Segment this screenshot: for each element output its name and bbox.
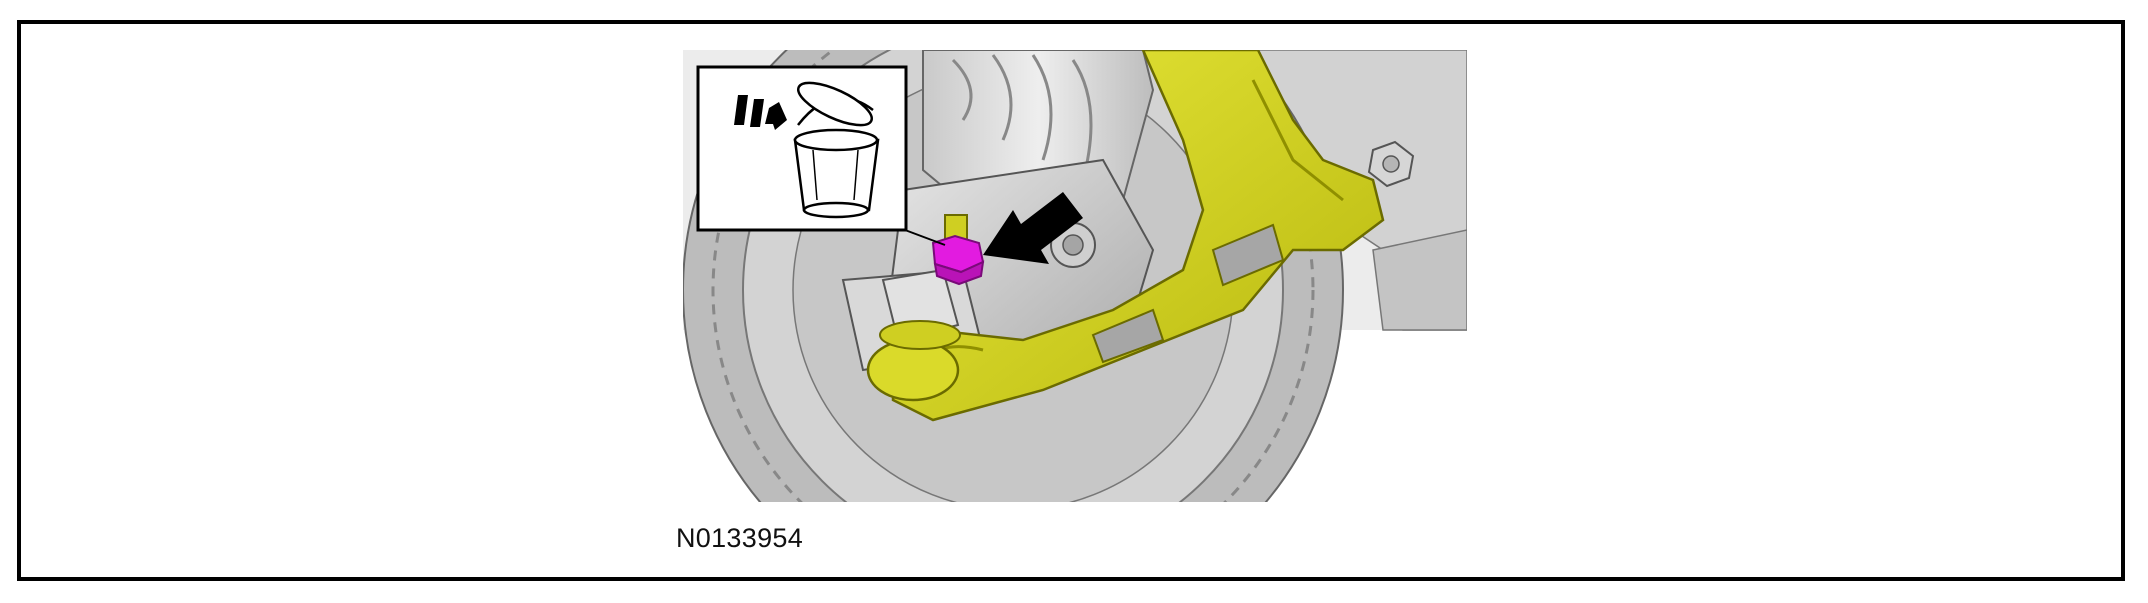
- discard-trash-can-icon: [734, 81, 880, 219]
- ball-joint: [879, 268, 961, 350]
- figure-id-label: N0133954: [676, 523, 804, 553]
- discard-callout: [696, 65, 946, 246]
- upper-control-arm: [866, 50, 1385, 422]
- chassis-bolt: [1367, 140, 1415, 188]
- indicator-arrow-icon: [983, 192, 1083, 264]
- ball-joint-nut: [931, 234, 985, 286]
- suspension-illustration: [683, 50, 1467, 502]
